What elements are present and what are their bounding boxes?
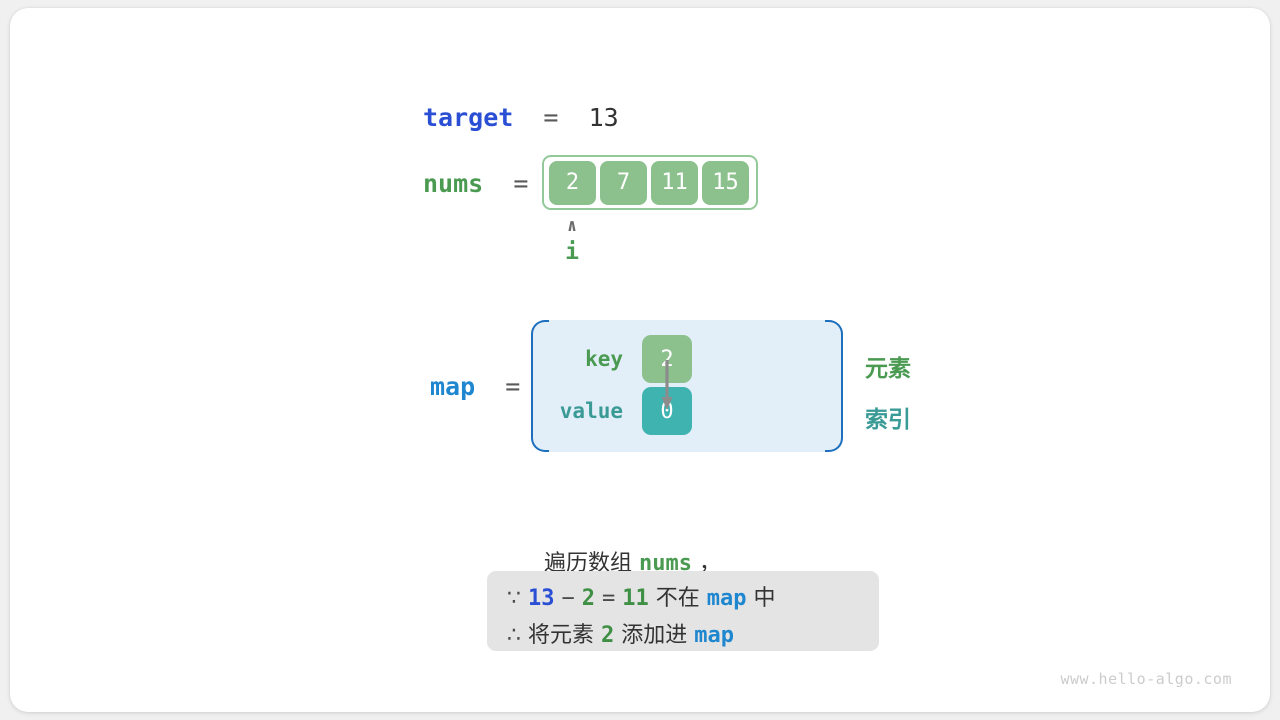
key-to-value-arrow-icon xyxy=(661,360,673,410)
nums-array-container: 2 7 11 15 xyxy=(542,155,758,210)
note-equals: = xyxy=(602,586,616,611)
target-variable-name: target xyxy=(423,102,514,132)
note-map-ref: map xyxy=(706,586,747,611)
target-space xyxy=(558,103,588,132)
note-text-end: 中 xyxy=(753,586,776,611)
array-cell: 11 xyxy=(651,160,698,205)
index-caret-icon: ∧ xyxy=(566,216,578,236)
explanation-line-2: ∴ 将元素 2 添加进 map xyxy=(507,617,859,654)
target-equals: = xyxy=(543,102,559,132)
note-minus: − xyxy=(561,586,575,611)
note-text-mid: 不在 xyxy=(655,586,700,611)
note2-text-mid: 添加进 xyxy=(621,623,688,648)
map-value-cell: 0 xyxy=(642,387,692,435)
nums-variable-name: nums xyxy=(423,168,484,198)
map-value-label: value xyxy=(559,399,623,423)
map-variable-name: map xyxy=(430,371,476,401)
map-right-bracket xyxy=(825,320,843,452)
caption-suffix: ， xyxy=(691,551,721,576)
therefore-symbol: ∴ xyxy=(507,623,521,648)
nums-row: nums = xyxy=(423,166,528,200)
because-symbol: ∵ xyxy=(507,586,521,611)
array-cell: 15 xyxy=(702,160,749,205)
explanation-line-1: ∵ 13 − 2 = 11 不在 map 中 xyxy=(507,580,859,617)
note2-map-ref: map xyxy=(694,623,735,648)
side-label-index: 索引 xyxy=(865,407,911,433)
map-equals: = xyxy=(505,371,521,401)
map-space-1 xyxy=(475,372,505,401)
array-cell: 2 xyxy=(549,160,596,205)
note-current-value: 2 xyxy=(581,586,595,611)
target-row: target = 13 xyxy=(423,100,619,134)
map-row: map = xyxy=(430,369,520,403)
note-complement: 11 xyxy=(622,586,649,611)
nums-equals: = xyxy=(513,168,529,198)
explanation-box: ∵ 13 − 2 = 11 不在 map 中 ∴ 将元素 2 添加进 map xyxy=(487,571,879,651)
target-equals-sign xyxy=(513,103,543,132)
note-target-value: 13 xyxy=(528,586,555,611)
diagram-card: target = 13 nums = 2 7 11 15 ∧ i map = xyxy=(10,8,1270,712)
map-key-label: key xyxy=(585,347,623,371)
array-cell: 7 xyxy=(600,160,647,205)
side-label-element: 元素 xyxy=(865,356,911,382)
watermark: www.hello-algo.com xyxy=(1060,670,1232,688)
nums-space-1 xyxy=(483,169,513,198)
note2-element: 2 xyxy=(601,623,615,648)
index-pointer-label: i xyxy=(565,239,579,265)
map-left-bracket xyxy=(531,320,549,452)
target-value: 13 xyxy=(588,102,619,132)
note2-text-start: 将元素 xyxy=(528,623,595,648)
